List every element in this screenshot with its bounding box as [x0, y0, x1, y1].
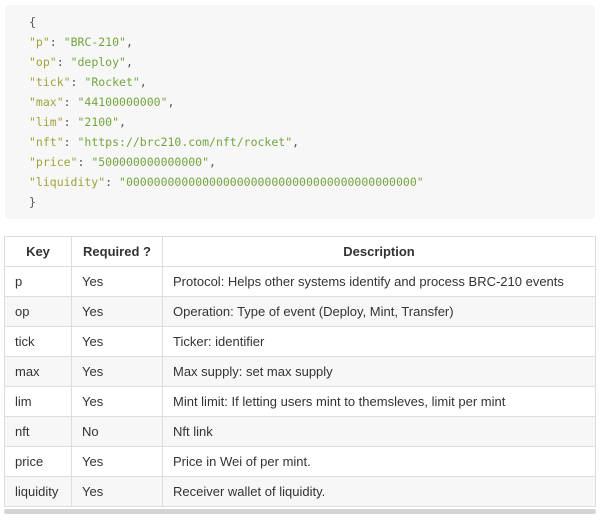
- table-cell-key: liquidity: [4, 476, 72, 507]
- json-punctuation: :: [63, 135, 78, 149]
- table-cell-required: Yes: [71, 266, 163, 297]
- table-cell-description: Receiver wallet of liquidity.: [162, 476, 596, 507]
- json-punctuation: ,: [167, 95, 175, 109]
- table-cell-description: Operation: Type of event (Deploy, Mint, …: [162, 296, 596, 327]
- json-punctuation: :: [63, 115, 78, 129]
- table-cell-required: Yes: [71, 476, 163, 507]
- page: {"p": "BRC-210","op": "deploy","tick": "…: [0, 5, 600, 514]
- table-cell-key: p: [4, 266, 72, 297]
- json-string-value: "000000000000000000000000000000000000000…: [119, 175, 424, 189]
- code-line: }: [29, 192, 575, 212]
- json-string-value: "2100": [77, 115, 120, 129]
- json-key: "max": [29, 95, 64, 109]
- json-punctuation: :: [49, 35, 64, 49]
- json-string-value: "500000000000000": [91, 155, 210, 169]
- code-line: "op": "deploy",: [29, 52, 575, 72]
- json-punctuation: ,: [139, 75, 147, 89]
- code-line: "max": "44100000000",: [29, 92, 575, 112]
- code-line: "liquidity": "00000000000000000000000000…: [29, 172, 575, 192]
- json-key: "liquidity": [29, 175, 106, 189]
- column-header-required: Required ?: [71, 236, 163, 267]
- table-cell-description: Nft link: [162, 416, 596, 447]
- json-punctuation: :: [105, 175, 120, 189]
- json-key: "tick": [29, 75, 71, 89]
- json-punctuation: ,: [125, 35, 133, 49]
- table-cell-required: Yes: [71, 446, 163, 477]
- horizontal-scrollbar[interactable]: [4, 509, 596, 514]
- table-cell-required: Yes: [71, 326, 163, 357]
- code-line: "tick": "Rocket",: [29, 72, 575, 92]
- table-cell-required: No: [71, 416, 163, 447]
- column-header-description: Description: [162, 236, 596, 267]
- json-punctuation: :: [77, 155, 92, 169]
- json-string-value: "deploy": [70, 55, 126, 69]
- table-cell-description: Protocol: Helps other systems identify a…: [162, 266, 596, 297]
- table-cell-key: nft: [4, 416, 72, 447]
- table-cell-key: op: [4, 296, 72, 327]
- code-line: "lim": "2100",: [29, 112, 575, 132]
- column-header-key: Key: [4, 236, 72, 267]
- table-cell-key: tick: [4, 326, 72, 357]
- table-cell-description: Ticker: identifier: [162, 326, 596, 357]
- table-cell-description: Mint limit: If letting users mint to the…: [162, 386, 596, 417]
- code-line: "p": "BRC-210",: [29, 32, 575, 52]
- table-cell-key: lim: [4, 386, 72, 417]
- json-punctuation: }: [29, 195, 36, 209]
- json-punctuation: ,: [209, 155, 216, 169]
- table-cell-required: Yes: [71, 296, 163, 327]
- json-key: "nft": [29, 135, 64, 149]
- code-line: "nft": "https://brc210.com/nft/rocket",: [29, 132, 575, 152]
- table-cell-key: max: [4, 356, 72, 387]
- json-punctuation: ,: [125, 55, 133, 69]
- table-cell-required: Yes: [71, 386, 163, 417]
- json-punctuation: :: [56, 55, 71, 69]
- json-key: "price": [29, 155, 78, 169]
- json-key: "lim": [29, 115, 64, 129]
- table-cell-description: Max supply: set max supply: [162, 356, 596, 387]
- json-key: "p": [29, 35, 50, 49]
- json-string-value: "BRC-210": [63, 35, 126, 49]
- json-punctuation: :: [63, 95, 78, 109]
- json-punctuation: ,: [292, 135, 300, 149]
- json-string-value: "Rocket": [84, 75, 140, 89]
- json-punctuation: {: [29, 15, 36, 29]
- table-cell-description: Price in Wei of per mint.: [162, 446, 596, 477]
- table-cell-required: Yes: [71, 356, 163, 387]
- json-punctuation: ,: [119, 115, 126, 129]
- json-string-value: "44100000000": [77, 95, 168, 109]
- code-line: {: [29, 12, 575, 32]
- table-cell-key: price: [4, 446, 72, 477]
- code-line: "price": "500000000000000",: [29, 152, 575, 172]
- json-punctuation: :: [70, 75, 85, 89]
- json-key: "op": [29, 55, 57, 69]
- json-code-block: {"p": "BRC-210","op": "deploy","tick": "…: [5, 5, 595, 219]
- json-string-value: "https://brc210.com/nft/rocket": [77, 135, 293, 149]
